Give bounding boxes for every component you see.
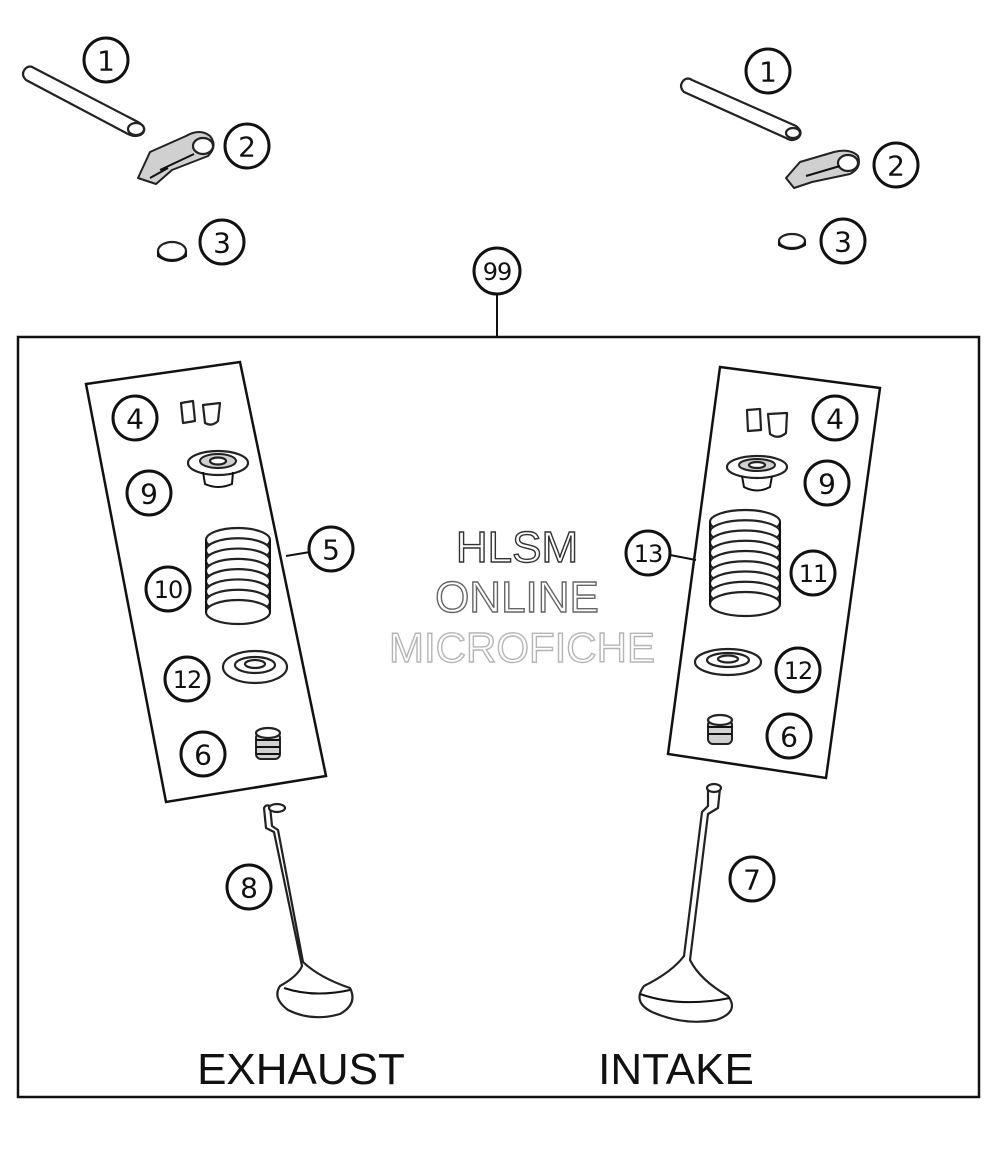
leader-13: [669, 554, 697, 561]
valve-keeper-intake: [745, 407, 789, 438]
svg-text:1: 1: [759, 56, 777, 89]
svg-text:2: 2: [887, 150, 905, 183]
svg-text:6: 6: [780, 721, 798, 754]
callout-12-exhaust: 12: [163, 655, 211, 703]
shaft-left: [21, 65, 146, 138]
callout-13: 13: [624, 529, 672, 577]
svg-text:6: 6: [194, 739, 212, 772]
rocker-arm-right: [785, 149, 860, 189]
rocker-arm-left: [137, 131, 215, 185]
callout-2-right: 2: [872, 141, 920, 189]
spring-retainer-exhaust: [186, 449, 250, 488]
callout-8: 8: [225, 863, 273, 911]
svg-text:1: 1: [97, 45, 115, 78]
watermark-line-3: MICROFICHE: [389, 624, 655, 671]
leader-5: [285, 551, 311, 557]
svg-text:12: 12: [784, 657, 813, 685]
callout-10: 10: [144, 565, 192, 613]
callout-9-exhaust: 9: [125, 469, 173, 517]
callout-1-right: 1: [744, 47, 792, 95]
callout-3-left: 3: [198, 218, 246, 266]
svg-text:8: 8: [240, 872, 258, 905]
callout-7: 7: [728, 855, 776, 903]
spring-outline: [709, 522, 781, 604]
spring-seat-exhaust: [221, 649, 289, 685]
callout-2-left: 2: [223, 122, 271, 170]
svg-text:10: 10: [154, 576, 183, 604]
valve-spring-exhaust: [204, 526, 272, 626]
intake-valve: [638, 782, 734, 1023]
svg-text:3: 3: [213, 227, 231, 260]
svg-text:5: 5: [322, 534, 340, 567]
spring-coil: [204, 598, 272, 626]
callout-3-right: 3: [819, 217, 867, 265]
spring-coil: [708, 590, 782, 618]
spring-retainer-intake: [725, 454, 789, 492]
shaft-right: [679, 77, 802, 142]
svg-text:2: 2: [238, 131, 256, 164]
callout-99: 99: [472, 246, 522, 296]
shim-right: [777, 232, 807, 250]
svg-text:3: 3: [834, 226, 852, 259]
callout-6-exhaust: 6: [179, 730, 227, 778]
callout-9-intake: 9: [803, 459, 851, 507]
svg-text:11: 11: [799, 560, 828, 588]
svg-text:12: 12: [173, 666, 202, 694]
svg-text:13: 13: [634, 540, 663, 568]
svg-text:4: 4: [126, 403, 144, 436]
callout-11: 11: [789, 549, 837, 597]
callout-6-intake: 6: [765, 712, 813, 760]
svg-text:99: 99: [483, 258, 512, 286]
callout-5: 5: [307, 525, 355, 573]
assembly-frame: [16, 335, 981, 1099]
shim-left: [156, 240, 188, 262]
valve-stem-seal-intake: [706, 713, 734, 745]
callout-1-left: 1: [82, 36, 130, 84]
spring-outline: [205, 540, 271, 612]
callout-4-intake: 4: [811, 394, 859, 442]
svg-text:9: 9: [818, 468, 836, 501]
svg-text:9: 9: [140, 478, 158, 511]
watermark-line-1: HLSM: [456, 523, 578, 572]
intake-label: INTAKE: [598, 1045, 754, 1094]
watermark-line-2: ONLINE: [435, 573, 599, 622]
callout-4-exhaust: 4: [111, 394, 159, 442]
watermark: HLSM ONLINE MICROFICHE: [388, 522, 655, 671]
callout-12-intake: 12: [774, 646, 822, 694]
valve-keeper-exhaust: [179, 399, 222, 426]
exhaust-label: EXHAUST: [197, 1045, 405, 1094]
svg-text:7: 7: [743, 864, 761, 897]
valve-stem-seal-exhaust: [254, 726, 282, 760]
exhaust-valve: [262, 802, 354, 1019]
svg-text:4: 4: [826, 403, 844, 436]
valve-spring-intake: [708, 508, 782, 618]
spring-seat-intake: [693, 647, 763, 677]
